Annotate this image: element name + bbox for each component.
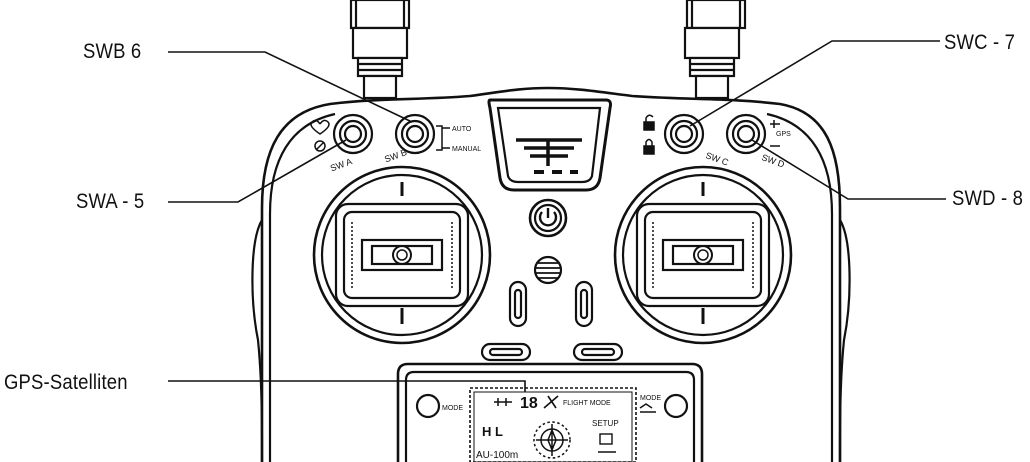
lock-open-icon [643, 114, 655, 131]
callout-swc: SWC - 7 [944, 31, 1016, 54]
callout-swb: SWB 6 [83, 40, 142, 63]
logo-panel [487, 98, 612, 192]
callout-lines [168, 40, 946, 392]
screen-right-arrows [639, 403, 656, 413]
label-sw-a: SW A [329, 156, 354, 173]
leader-swc [689, 40, 940, 127]
mode-marks [770, 120, 780, 147]
switch-swc[interactable] [663, 113, 705, 155]
label-manual: MANUAL [452, 146, 481, 153]
screen-right-indicator [598, 433, 616, 453]
screen-gps-count: 18 [520, 395, 538, 412]
satellite-icon [494, 398, 512, 406]
compass-icon [533, 421, 571, 459]
lcd-screen [469, 387, 637, 462]
antenna-signal-icon [543, 395, 559, 409]
scroll-wheel[interactable] [533, 255, 563, 285]
label-auto: AUTO [452, 126, 472, 133]
label-sw-b: SW B [383, 147, 408, 164]
leader-swd [751, 139, 946, 200]
trim-left-horizontal[interactable] [480, 342, 532, 362]
callout-gps-satellites: GPS-Satelliten [4, 371, 128, 394]
switch-swa[interactable] [332, 113, 374, 155]
left-stick[interactable] [312, 165, 492, 345]
antenna-left [349, 0, 411, 100]
trim-left-vertical[interactable] [508, 280, 528, 328]
antenna-right [683, 0, 747, 100]
leader-gps [168, 380, 526, 392]
screen-right-button[interactable] [663, 393, 689, 419]
callout-swd: SWD - 8 [952, 187, 1024, 210]
label-gps-mode: GPS [776, 131, 791, 138]
screen-bezel [396, 362, 704, 462]
label-sw-c: SW C [704, 150, 730, 168]
screen-left-button[interactable] [415, 393, 441, 419]
circle-slash-icon [314, 140, 326, 152]
leader-swb [168, 51, 413, 123]
label-sw-d: SW D [760, 152, 786, 170]
power-button[interactable] [528, 198, 568, 238]
screen-mode-right: MODE [640, 395, 661, 402]
trim-right-vertical[interactable] [574, 280, 594, 328]
callout-swa: SWA - 5 [76, 190, 145, 213]
screen-setup: SETUP [592, 419, 619, 428]
screen-flight-mode: FLIGHT MODE [563, 400, 611, 407]
auto-manual-bracket [436, 125, 450, 151]
switch-swd[interactable] [725, 113, 767, 155]
screen-mode-left: MODE [442, 405, 463, 412]
heart-icon [310, 119, 330, 135]
controller-body [251, 86, 851, 462]
trim-right-horizontal[interactable] [572, 342, 624, 362]
right-stick[interactable] [613, 165, 793, 345]
screen-hl: H L [482, 424, 503, 439]
screen-bottom-left: AU-100m [476, 450, 518, 461]
switch-swb[interactable] [394, 113, 436, 155]
leader-swa [168, 139, 347, 203]
lock-closed-icon [643, 138, 655, 155]
power-icon [538, 208, 558, 227]
